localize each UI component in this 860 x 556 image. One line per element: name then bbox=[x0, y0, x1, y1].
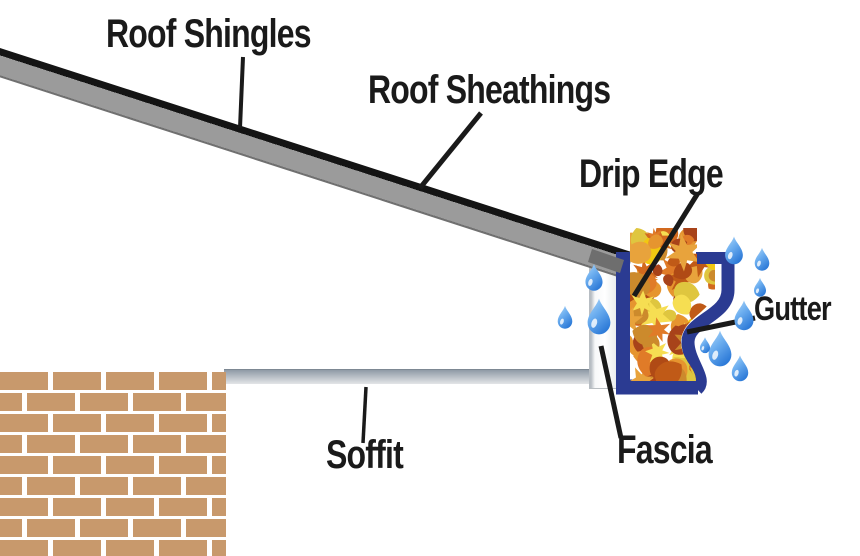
brick-wall bbox=[0, 372, 226, 556]
leaf-icon bbox=[667, 256, 680, 267]
pointer-line-roof-sheathings bbox=[418, 111, 483, 190]
leaf-icon bbox=[652, 264, 663, 277]
leaf-icon bbox=[632, 324, 658, 346]
leaf-icon bbox=[704, 266, 715, 285]
water-drop-icon bbox=[557, 305, 573, 329]
leaf-icon bbox=[630, 367, 656, 381]
leaf-icon bbox=[702, 232, 715, 245]
label-fascia: Fascia bbox=[617, 428, 713, 472]
pointer-line-drip-edge bbox=[631, 191, 701, 298]
leaf-icon bbox=[708, 269, 715, 282]
label-soffit: Soffit bbox=[326, 433, 404, 477]
water-drop-icon bbox=[725, 236, 743, 265]
water-drop-icon bbox=[731, 355, 749, 382]
leaf-icon bbox=[699, 235, 715, 248]
leaf-icon bbox=[631, 290, 654, 316]
water-drop-icon bbox=[587, 298, 611, 335]
leaf-icon bbox=[639, 300, 672, 334]
leaf-icon bbox=[654, 361, 682, 381]
leaf-icon bbox=[706, 234, 715, 247]
leaf-icon bbox=[630, 241, 652, 264]
water-drop-icon bbox=[585, 263, 603, 291]
gutter-right-ogee bbox=[681, 252, 735, 394]
pointer-line-fascia bbox=[598, 345, 624, 439]
leaf-icon bbox=[647, 317, 671, 342]
brick-pattern bbox=[0, 372, 226, 556]
gutter-shape bbox=[616, 252, 735, 395]
leaf-icon bbox=[663, 274, 674, 287]
leaf-icon bbox=[630, 334, 633, 346]
pointer-line-soffit bbox=[361, 386, 368, 444]
leaf-icon bbox=[698, 228, 715, 246]
leaf-icon bbox=[645, 340, 670, 363]
label-gutter: Gutter bbox=[754, 290, 832, 328]
water-drop-icon bbox=[699, 337, 711, 354]
drip-edge-metal bbox=[588, 249, 624, 273]
water-drop-icon bbox=[754, 247, 770, 271]
leaf-icon bbox=[665, 233, 702, 272]
leaf-icon bbox=[648, 234, 663, 249]
label-drip-edge: Drip Edge bbox=[579, 152, 724, 196]
leaf-icon bbox=[672, 294, 692, 315]
leaf-icon bbox=[673, 262, 693, 280]
pointer-lines bbox=[238, 56, 756, 444]
leaf-icon bbox=[699, 235, 714, 249]
label-roof-sheathings: Roof Sheathings bbox=[368, 68, 611, 112]
water-drop-icon bbox=[734, 300, 754, 331]
soffit-band bbox=[224, 369, 592, 384]
pointer-line-roof-shingles bbox=[238, 56, 245, 129]
water-drop-icon bbox=[708, 330, 732, 367]
label-roof-shingles: Roof Shingles bbox=[106, 12, 312, 56]
